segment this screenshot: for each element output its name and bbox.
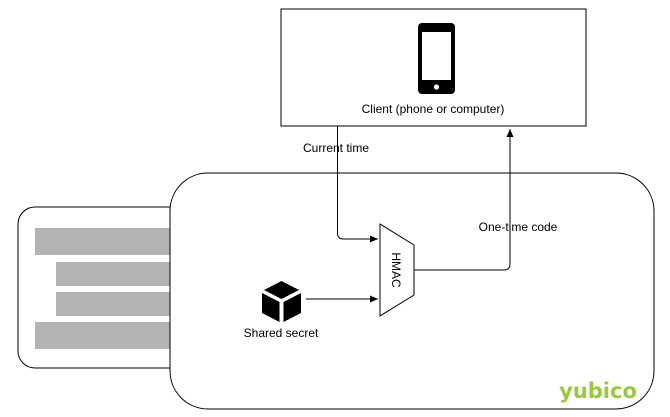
smartphone-icon [418,23,455,94]
cube-icon [262,281,301,322]
hmac-label: HMAC [389,252,403,288]
shared-secret-label: Shared secret [244,326,319,340]
one-time-code-label: One-time code [479,220,558,234]
client-label: Client (phone or computer) [362,102,505,116]
hmac-block: HMAC [379,223,415,317]
usb-contact-stripe [56,292,171,316]
yubico-logo: yubico [559,379,637,403]
current-time-arrow [337,126,378,243]
usb-connector [17,206,199,369]
current-time-label: Current time [303,141,369,155]
one-time-code-arrow [414,129,514,271]
usb-contact-stripe [35,322,171,349]
client-box: Client (phone or computer) [280,8,587,127]
usb-contact-stripe [56,262,171,286]
usb-contact-stripe [35,228,171,255]
